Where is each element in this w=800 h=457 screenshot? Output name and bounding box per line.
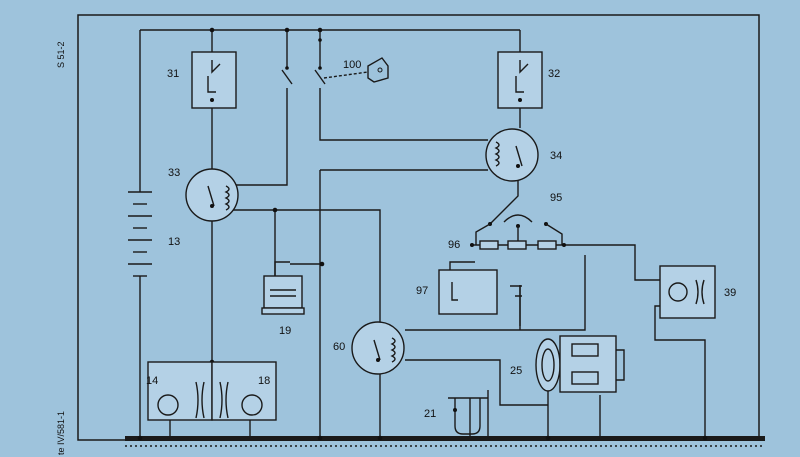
label-19: 19 xyxy=(279,325,291,337)
label-32: 32 xyxy=(548,68,560,80)
thermo-switch-21 xyxy=(448,397,488,435)
ground-bus xyxy=(125,436,765,447)
label-39: 39 xyxy=(724,287,736,299)
label-25: 25 xyxy=(510,365,522,377)
label-18: 18 xyxy=(258,375,270,387)
ignition-switch-100 xyxy=(281,38,389,85)
label-14: 14 xyxy=(146,375,158,387)
selector-switch-95 xyxy=(475,180,563,245)
label-31: 31 xyxy=(167,68,179,80)
label-97: 97 xyxy=(416,285,428,297)
relay-32 xyxy=(497,51,543,109)
relay-97 xyxy=(438,269,522,326)
relay-60 xyxy=(351,321,405,375)
fan-motor-14 xyxy=(147,361,213,421)
component-19 xyxy=(261,261,305,315)
label-96: 96 xyxy=(448,239,460,251)
label-21: 21 xyxy=(424,408,436,420)
label-33: 33 xyxy=(168,167,180,179)
fan-motor-18 xyxy=(211,361,277,421)
label-100: 100 xyxy=(343,59,361,71)
label-34: 34 xyxy=(550,150,562,162)
label-13: 13 xyxy=(168,236,180,248)
fan-39 xyxy=(659,265,716,319)
relay-33 xyxy=(185,168,239,222)
side-code-top: S 51-2 xyxy=(56,41,66,68)
label-60: 60 xyxy=(333,341,345,353)
relay-31 xyxy=(191,51,237,109)
motor-25 xyxy=(535,335,625,393)
resistor-bank-96 xyxy=(470,240,585,250)
label-95: 95 xyxy=(550,192,562,204)
battery-13 xyxy=(128,191,152,277)
relay-34 xyxy=(485,128,539,182)
side-code-bottom: te IV/581-1 xyxy=(56,411,66,455)
